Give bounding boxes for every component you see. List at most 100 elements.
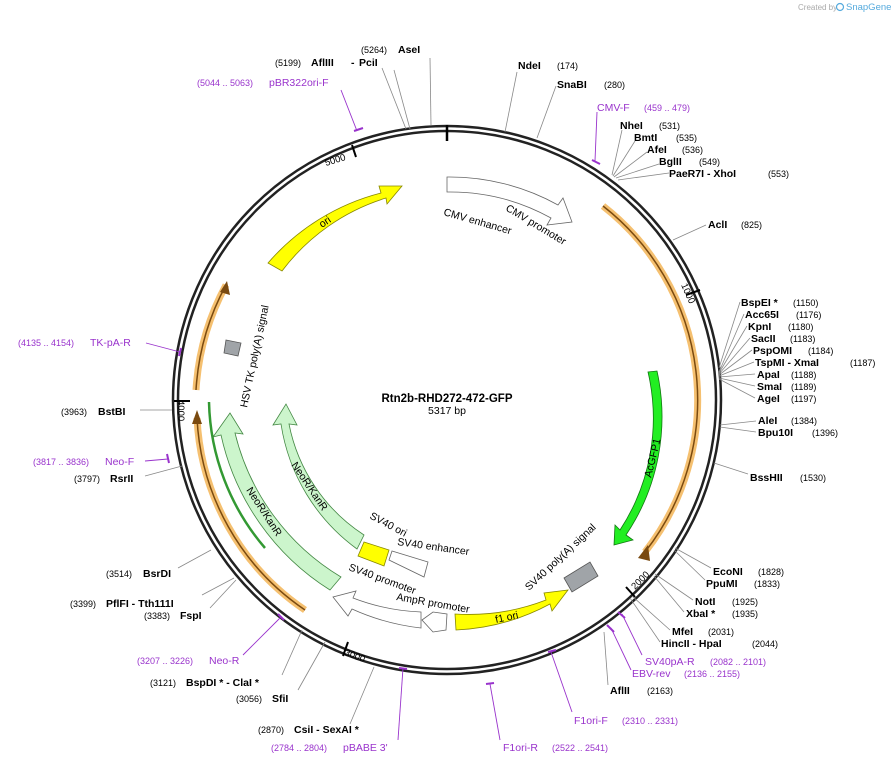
- site-econi[interactable]: EcoNI (1828): [674, 547, 784, 578]
- site-rsrii[interactable]: RsrII (3797): [74, 465, 183, 485]
- site-nhei[interactable]: NheI (531): [611, 120, 680, 176]
- site-noti[interactable]: NotI (1925): [654, 573, 758, 608]
- primer-cmv-f[interactable]: CMV-F (459 .. 479): [591, 102, 690, 165]
- site-acc65i[interactable]: Acc65I (1176): [718, 309, 821, 373]
- site-snabi[interactable]: SnaBI (280): [536, 79, 625, 139]
- primer-f1ori-r[interactable]: F1ori-R (2522 .. 2541): [485, 682, 608, 754]
- svg-text:PpuMI: PpuMI: [706, 578, 738, 590]
- feature-acgfp1-arrow[interactable]: [613, 370, 663, 546]
- primer-neo-f[interactable]: Neo-F (3817 .. 3836): [33, 453, 170, 468]
- svg-text:pBABE 3': pBABE 3': [343, 742, 388, 754]
- site-pflfi-tth111i[interactable]: PflFI - Tth111I (3399): [70, 577, 235, 610]
- primer-f1ori-f[interactable]: F1ori-F (2310 .. 2331): [547, 649, 678, 727]
- svg-text:SacII: SacII: [751, 333, 776, 345]
- site-ndei[interactable]: NdeI (174): [504, 60, 578, 133]
- svg-text:(1188): (1188): [791, 370, 816, 380]
- svg-text:(280): (280): [604, 80, 625, 90]
- site-hincii-hpai[interactable]: HincII - HpaI (2044): [629, 597, 778, 650]
- primer-pbabe-3[interactable]: pBABE 3' (2784 .. 2804): [271, 667, 408, 754]
- site-mfei[interactable]: MfeI (2031): [631, 595, 734, 638]
- feature-cmv-arrow[interactable]: [446, 176, 573, 226]
- svg-text:PciI: PciI: [359, 57, 378, 69]
- primer-pbr322ori-f[interactable]: pBR322ori-F (5044 .. 5063): [197, 77, 364, 132]
- site-kpni[interactable]: KpnI (1180): [718, 321, 813, 374]
- primer-neo-r[interactable]: Neo-R (3207 .. 3226): [137, 613, 285, 667]
- svg-text:(5264): (5264): [361, 45, 387, 55]
- site-bspei[interactable]: BspEI * (1150): [718, 297, 818, 369]
- site-aflliii-pcii[interactable]: AflIII - PciI (5199): [275, 57, 411, 130]
- svg-text:NheI: NheI: [620, 120, 643, 132]
- orf-arc-green: [207, 401, 266, 549]
- feature-f1-ori-arrow[interactable]: [454, 589, 569, 631]
- plasmid-length: 5317 bp: [428, 405, 466, 417]
- svg-text:(535): (535): [676, 133, 697, 143]
- feature-sv40-promoter-arrow[interactable]: [332, 590, 422, 629]
- svg-text:(1833): (1833): [754, 579, 780, 589]
- feature-ori-arrow[interactable]: [267, 185, 403, 272]
- primer-sv40pa-r[interactable]: SV40pA-R (2082 .. 2101): [617, 611, 766, 668]
- site-pspomi[interactable]: PspOMI (1184): [718, 345, 833, 376]
- svg-text:(1925): (1925): [732, 597, 758, 607]
- feature-sv40-enhancer-box[interactable]: [388, 550, 429, 578]
- svg-text:(2870): (2870): [258, 725, 284, 735]
- site-bpu10i[interactable]: Bpu10I (1396): [719, 426, 838, 439]
- svg-text:Neo-R: Neo-R: [209, 655, 240, 667]
- site-csii-sexai[interactable]: CsiI - SexAI * (2870): [258, 666, 375, 736]
- svg-text:(1187): (1187): [850, 358, 875, 368]
- site-agei[interactable]: AgeI (1197): [718, 378, 816, 405]
- svg-text:AgeI: AgeI: [757, 393, 780, 405]
- svg-text:(3399): (3399): [70, 599, 96, 609]
- site-asei[interactable]: AseI (5264): [361, 44, 432, 126]
- site-fspi[interactable]: FspI (3383): [144, 579, 237, 622]
- svg-text:(531): (531): [659, 121, 680, 131]
- feature-sv40-ori-box[interactable]: [357, 541, 390, 567]
- feature-hsv-tk-polya-box[interactable]: [223, 339, 242, 357]
- svg-text:BmtI: BmtI: [634, 132, 657, 144]
- site-sacii[interactable]: SacII (1183): [718, 333, 815, 375]
- svg-text:(2082 .. 2101): (2082 .. 2101): [710, 657, 766, 667]
- svg-text:(3383): (3383): [144, 611, 170, 621]
- svg-text:(1396): (1396): [812, 428, 838, 438]
- site-acli[interactable]: AclI (825): [672, 219, 762, 241]
- site-smai[interactable]: SmaI (1189): [718, 377, 816, 393]
- svg-text:(1384): (1384): [791, 416, 817, 426]
- svg-text:(174): (174): [557, 61, 578, 71]
- site-bspdi-clai[interactable]: BspDI * - ClaI * (3121): [150, 629, 303, 689]
- site-afei[interactable]: AfeI (536): [613, 144, 703, 178]
- primer-ebv-rev[interactable]: EBV-rev (2136 .. 2155): [606, 624, 740, 680]
- svg-text:(3817 .. 3836): (3817 .. 3836): [33, 457, 89, 467]
- svg-text:NotI: NotI: [695, 596, 715, 608]
- svg-text:AleI: AleI: [758, 415, 777, 427]
- svg-text:(1197): (1197): [791, 394, 816, 404]
- feature-neor-kanr-outer-arrow[interactable]: [212, 412, 342, 591]
- svg-text:(2136 .. 2155): (2136 .. 2155): [684, 669, 740, 679]
- svg-text:(1530): (1530): [800, 473, 826, 483]
- site-paer7i-xhoi[interactable]: PaeR7I - XhoI (553): [617, 168, 789, 181]
- site-apai[interactable]: ApaI (1188): [718, 369, 816, 381]
- svg-text:SV40pA-R: SV40pA-R: [645, 656, 695, 668]
- svg-text:(5199): (5199): [275, 58, 301, 68]
- site-bsrdi[interactable]: BsrDI (3514): [106, 549, 212, 580]
- site-aflii[interactable]: AflII (2163): [603, 631, 673, 697]
- site-bstbi[interactable]: BstBI (3963): [61, 406, 172, 418]
- svg-text:MfeI: MfeI: [672, 626, 693, 638]
- svg-text:-: -: [351, 57, 355, 69]
- site-alei[interactable]: AleI (1384): [719, 415, 817, 427]
- svg-text:F1ori-R: F1ori-R: [503, 742, 538, 754]
- site-bglii[interactable]: BglII (549): [615, 156, 720, 179]
- tick-label-4000: 4000: [175, 400, 186, 421]
- feature-ampr-promoter-arrow[interactable]: [421, 611, 448, 633]
- primer-tk-pa-r[interactable]: TK-pA-R (4135 .. 4154): [18, 337, 182, 357]
- site-bmti[interactable]: BmtI (535): [612, 132, 697, 177]
- feature-sv40-polya-box[interactable]: [563, 561, 599, 593]
- site-sfii[interactable]: SfiI (3056): [236, 641, 326, 705]
- site-ppumi[interactable]: PpuMI (1833): [673, 549, 780, 590]
- site-bsshii[interactable]: BssHII (1530): [713, 462, 826, 484]
- svg-text:PspOMI: PspOMI: [753, 345, 792, 357]
- tick-2000: 2000: [625, 569, 652, 598]
- site-xbai[interactable]: XbaI * (1935): [653, 575, 758, 620]
- svg-text:KpnI: KpnI: [748, 321, 771, 333]
- feature-label-neor-outer: NeoR/KanR: [243, 485, 284, 539]
- site-tspmi-xmai[interactable]: TspMI - XmaI (1187): [718, 357, 875, 377]
- feature-neor-kanr-inner-arrow[interactable]: [272, 403, 365, 550]
